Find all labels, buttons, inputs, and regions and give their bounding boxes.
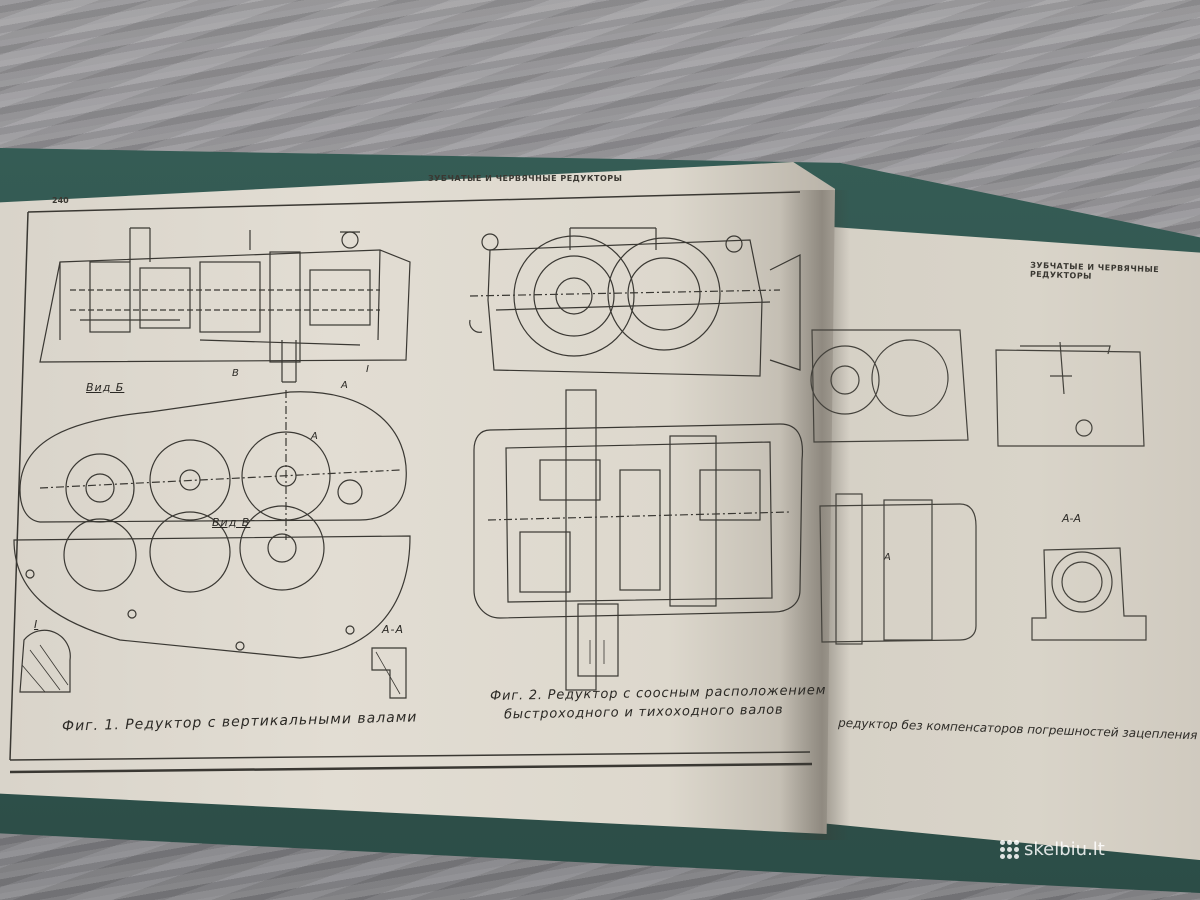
- mark-v-arrow: В: [232, 368, 240, 379]
- right-page: ЗУБЧАТЫЕ И ЧЕРВЯЧНЫЕ РЕДУКТОРЫ А-А А ред…: [760, 222, 1200, 862]
- right-section-label: А-А: [1062, 512, 1082, 525]
- left-page-header: ЗУБЧАТЫЕ И ЧЕРВЯЧНЫЕ РЕДУКТОРЫ: [428, 174, 623, 183]
- mark-1-arrow: I: [366, 364, 370, 375]
- fig2-top-elevation: [469, 227, 801, 377]
- fig2-plan-section: [473, 389, 804, 691]
- watermark-text: skelbiu.lt: [1024, 839, 1105, 860]
- page-number: 240: [52, 196, 69, 205]
- view-b-label: Вид Б: [86, 381, 125, 394]
- fig3-elevation: [810, 329, 1147, 645]
- mark-a-middle: А: [311, 431, 319, 442]
- watermark: skelbiu.lt: [1000, 839, 1105, 860]
- spine-shadow: [780, 190, 850, 840]
- watermark-logo-icon: [1000, 840, 1019, 859]
- view-v-label: Вид В: [212, 516, 251, 529]
- fig1-view-v: [13, 505, 411, 659]
- mark-a-top: А: [341, 380, 349, 391]
- right-mark-a: А: [884, 552, 891, 563]
- detail-1: [19, 629, 71, 693]
- fig1-view-b: [19, 390, 407, 540]
- left-page: [0, 162, 835, 834]
- fig1-top-section: [39, 227, 411, 383]
- section-aa-label: А-А: [382, 623, 405, 636]
- section-aa-small: [371, 647, 407, 699]
- detail-1-label: I: [34, 618, 39, 631]
